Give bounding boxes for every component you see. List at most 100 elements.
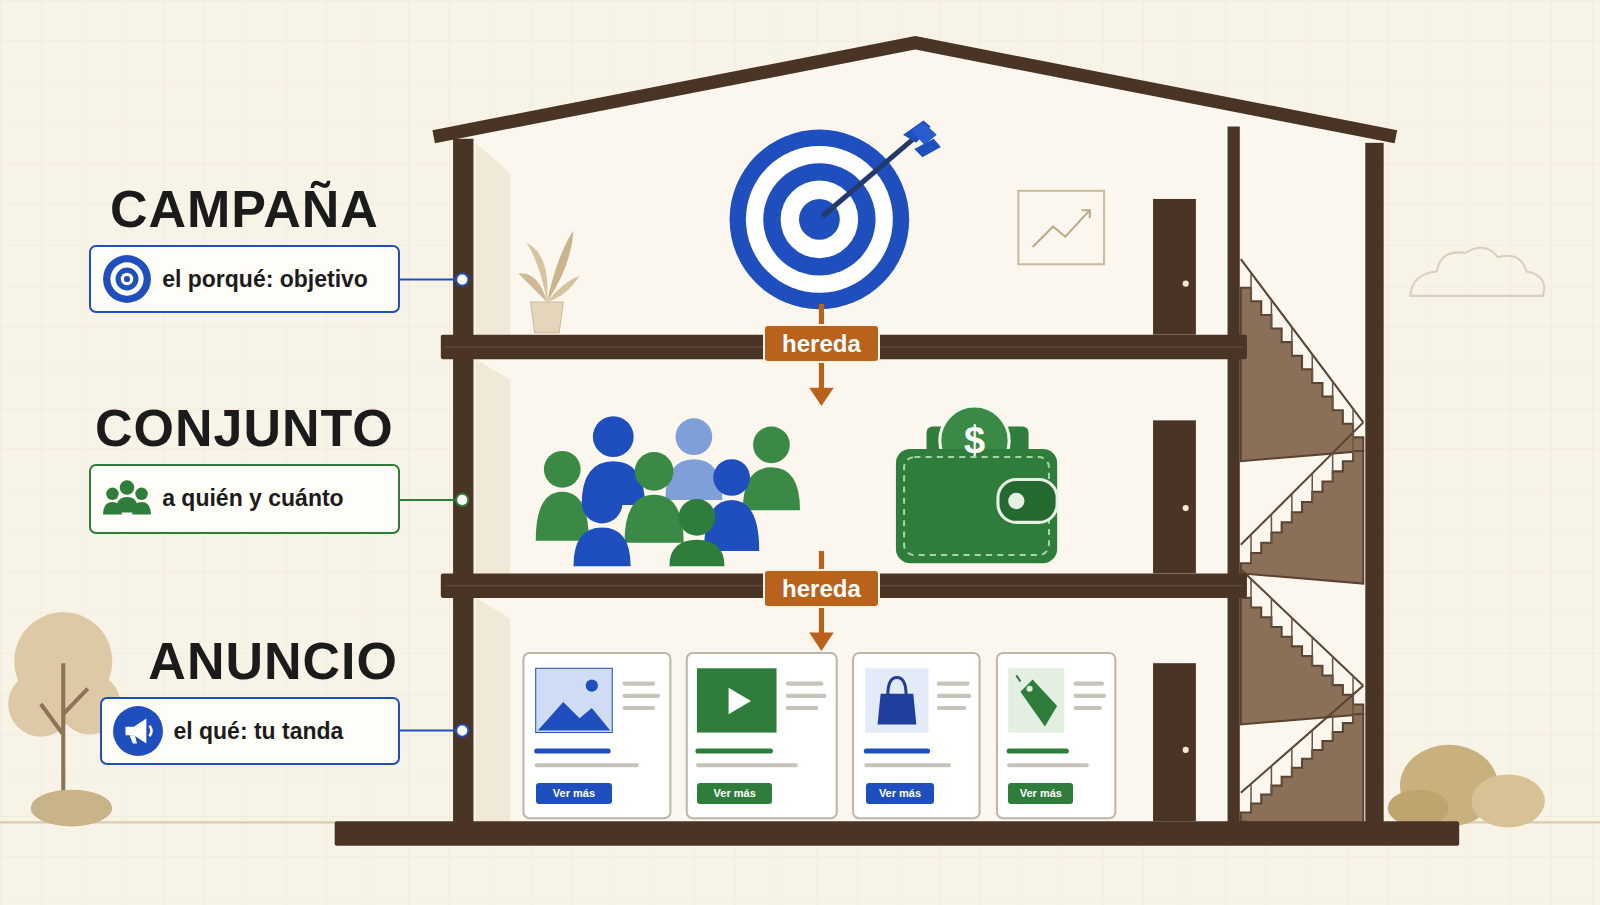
- chart-frame: [1018, 191, 1104, 264]
- house-interior-part: [476, 359, 511, 573]
- megaphone-icon-part: [126, 719, 147, 744]
- ad-cards-part-part: [939, 706, 965, 710]
- cta-button: Ver más: [866, 783, 933, 804]
- ad-cards-part: [888, 677, 906, 695]
- level-heading: CONJUNTO: [95, 398, 394, 458]
- audience-group-part: [624, 495, 683, 543]
- plant-part: [531, 302, 564, 333]
- node-label: a quién y cuánto: [162, 485, 343, 512]
- stairs-part: [1291, 748, 1293, 777]
- chart-frame-part: [1033, 210, 1090, 247]
- ad-cards-part: [853, 653, 980, 818]
- audience-group-part: [669, 540, 724, 567]
- stairs-part: [1311, 637, 1313, 666]
- target-icon-part: [103, 255, 151, 303]
- node-label: hereda: [782, 575, 861, 603]
- house-frame-part: [1365, 143, 1383, 825]
- ad-cards-part-part: [788, 682, 822, 686]
- leader-lines: [398, 273, 468, 736]
- target-part: [781, 181, 859, 259]
- house-frame-part: [335, 821, 1459, 845]
- stairs-part: [1291, 618, 1293, 647]
- stairs-part: [1311, 354, 1313, 383]
- doors-part: [1153, 199, 1196, 335]
- node-label: Ver más: [553, 787, 595, 799]
- megaphone-icon-part: [150, 726, 152, 736]
- dollar-sign: $: [964, 419, 985, 462]
- audience-group: [536, 416, 800, 566]
- stairs-part: [1241, 569, 1363, 685]
- ad-cards-part: [697, 668, 777, 732]
- ad-cards-part: [687, 653, 837, 818]
- node-label: Ver más: [879, 787, 921, 799]
- ad-cards-part-part: [698, 763, 796, 767]
- leader-lines-part: [456, 494, 468, 506]
- doors-part: [1183, 747, 1189, 753]
- audience-group-part: [743, 467, 800, 510]
- adset-box: CONJUNTOa quién y cuánto: [89, 464, 400, 533]
- ad-box: ANUNCIOel qué: tu tanda: [100, 697, 400, 765]
- house-frame-part: [1228, 127, 1240, 825]
- inherit-arrows-part: [819, 607, 824, 635]
- people-icon-part: [106, 488, 118, 500]
- inherit-arrows-part: [819, 304, 824, 326]
- ad-cards-part: [586, 680, 598, 692]
- inherit-badge: hereda: [763, 324, 880, 363]
- audience-group-part: [573, 527, 630, 566]
- audience-group-part: [679, 499, 716, 536]
- ad-cards-part: [537, 748, 608, 753]
- target: [730, 120, 941, 309]
- stairs-part: [1332, 453, 1334, 482]
- ad-cards-part: [866, 748, 927, 753]
- people-icon-part: [132, 502, 151, 514]
- level-heading: CAMPAÑA: [110, 179, 379, 239]
- house-frame-part: [434, 43, 1396, 137]
- ad-cards-part-part: [866, 763, 949, 767]
- doors-part: [1153, 663, 1196, 821]
- target-part: [730, 130, 910, 310]
- stairs-part: [1271, 598, 1273, 627]
- leader-lines-part: [398, 730, 459, 732]
- ad-cards-part-part: [939, 682, 968, 686]
- audience-group-part: [536, 492, 589, 541]
- target-part: [763, 163, 875, 275]
- ad-cards-part-part: [624, 706, 653, 710]
- level-heading: ANUNCIO: [148, 631, 398, 691]
- trees-part: [1388, 790, 1449, 827]
- stairs-part: [1241, 598, 1363, 725]
- stairs-part: [1271, 514, 1273, 543]
- target-icon-part: [121, 273, 133, 285]
- audience-group-part: [544, 451, 581, 488]
- people-icon-part: [120, 480, 135, 495]
- stairs-part: [1291, 494, 1293, 523]
- ad-cards-part: [1027, 686, 1033, 692]
- house-interior-part: [453, 49, 1384, 822]
- cta-button: Ver más: [697, 783, 773, 804]
- stairs-part: [1271, 300, 1273, 329]
- target-icon-part: [124, 276, 130, 282]
- stairs-part: [1241, 451, 1363, 584]
- ad-cards-part-part: [537, 763, 637, 767]
- wallet-part: [998, 480, 1057, 523]
- ad-cards-part: [523, 653, 670, 818]
- chart-frame-part: [1018, 191, 1104, 264]
- doors-part: [1183, 281, 1189, 287]
- ad-cards-part: [1016, 675, 1020, 681]
- house-frame-part: [453, 139, 473, 825]
- ad-cards-part-part: [1076, 682, 1103, 686]
- ad-cards-part-part: [624, 682, 653, 686]
- node-label: el porqué: objetivo: [162, 266, 368, 293]
- target-icon-part: [116, 268, 139, 291]
- stairs-part: [1271, 766, 1273, 795]
- house-interior: [453, 49, 1384, 822]
- stairs-part: [1332, 657, 1334, 686]
- target-icon: [101, 253, 153, 305]
- target-icon-part: [110, 262, 143, 295]
- house-interior-part: [476, 143, 511, 335]
- leader-lines-part: [456, 273, 468, 285]
- trees-part: [1471, 774, 1544, 827]
- stairs-part: [1250, 784, 1252, 813]
- stairs-part: [1241, 686, 1363, 793]
